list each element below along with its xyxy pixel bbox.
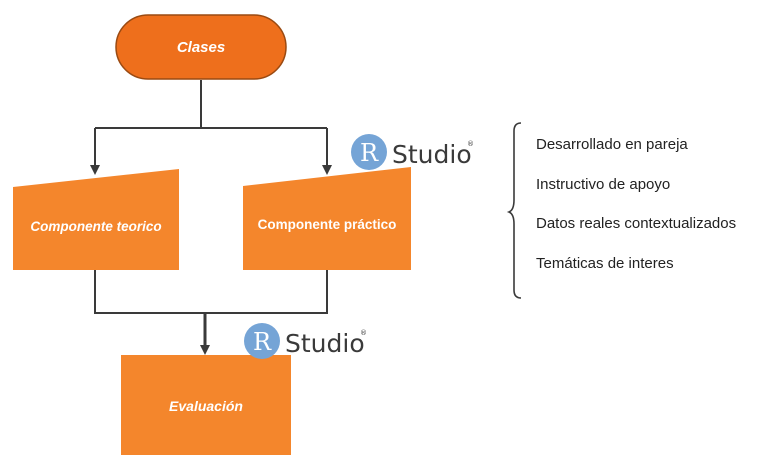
node-clases: Clases xyxy=(115,14,287,80)
rstudio-logo-letter: R xyxy=(253,328,272,356)
node-evaluacion-label: Evaluación xyxy=(169,398,243,414)
note-item: Temáticas de interes xyxy=(536,255,674,272)
node-clases-label: Clases xyxy=(177,39,225,56)
notes-list: Desarrollado en pareja Instructivo de ap… xyxy=(536,136,736,272)
rstudio-logo-mark: ® xyxy=(360,329,367,337)
rstudio-logo-word: Studio xyxy=(392,140,472,169)
rstudio-logo-icon: R Studio ® xyxy=(351,134,474,170)
node-teorico: Componente teorico xyxy=(13,169,179,270)
node-practico-label: Componente práctico xyxy=(258,217,397,232)
node-practico-shape xyxy=(243,167,411,270)
connectors xyxy=(90,80,332,355)
rstudio-logo-letter: R xyxy=(360,139,379,167)
note-item: Instructivo de apoyo xyxy=(536,176,670,193)
node-evaluacion-shape xyxy=(121,355,291,455)
node-practico: Componente práctico xyxy=(243,167,411,270)
curly-brace-icon xyxy=(506,122,522,299)
node-teorico-shape xyxy=(13,169,179,270)
connector-teorico-join xyxy=(94,270,328,314)
node-evaluacion: Evaluación xyxy=(121,355,291,455)
note-item: Desarrollado en pareja xyxy=(536,136,688,153)
note-item: Datos reales contextualizados xyxy=(536,215,736,232)
rstudio-logo-mark: ® xyxy=(467,140,474,148)
rstudio-logo-icon: R Studio ® xyxy=(244,323,367,359)
node-clases-shape xyxy=(115,14,287,80)
node-teorico-label: Componente teorico xyxy=(30,219,161,234)
rstudio-logo-word: Studio xyxy=(285,329,365,358)
